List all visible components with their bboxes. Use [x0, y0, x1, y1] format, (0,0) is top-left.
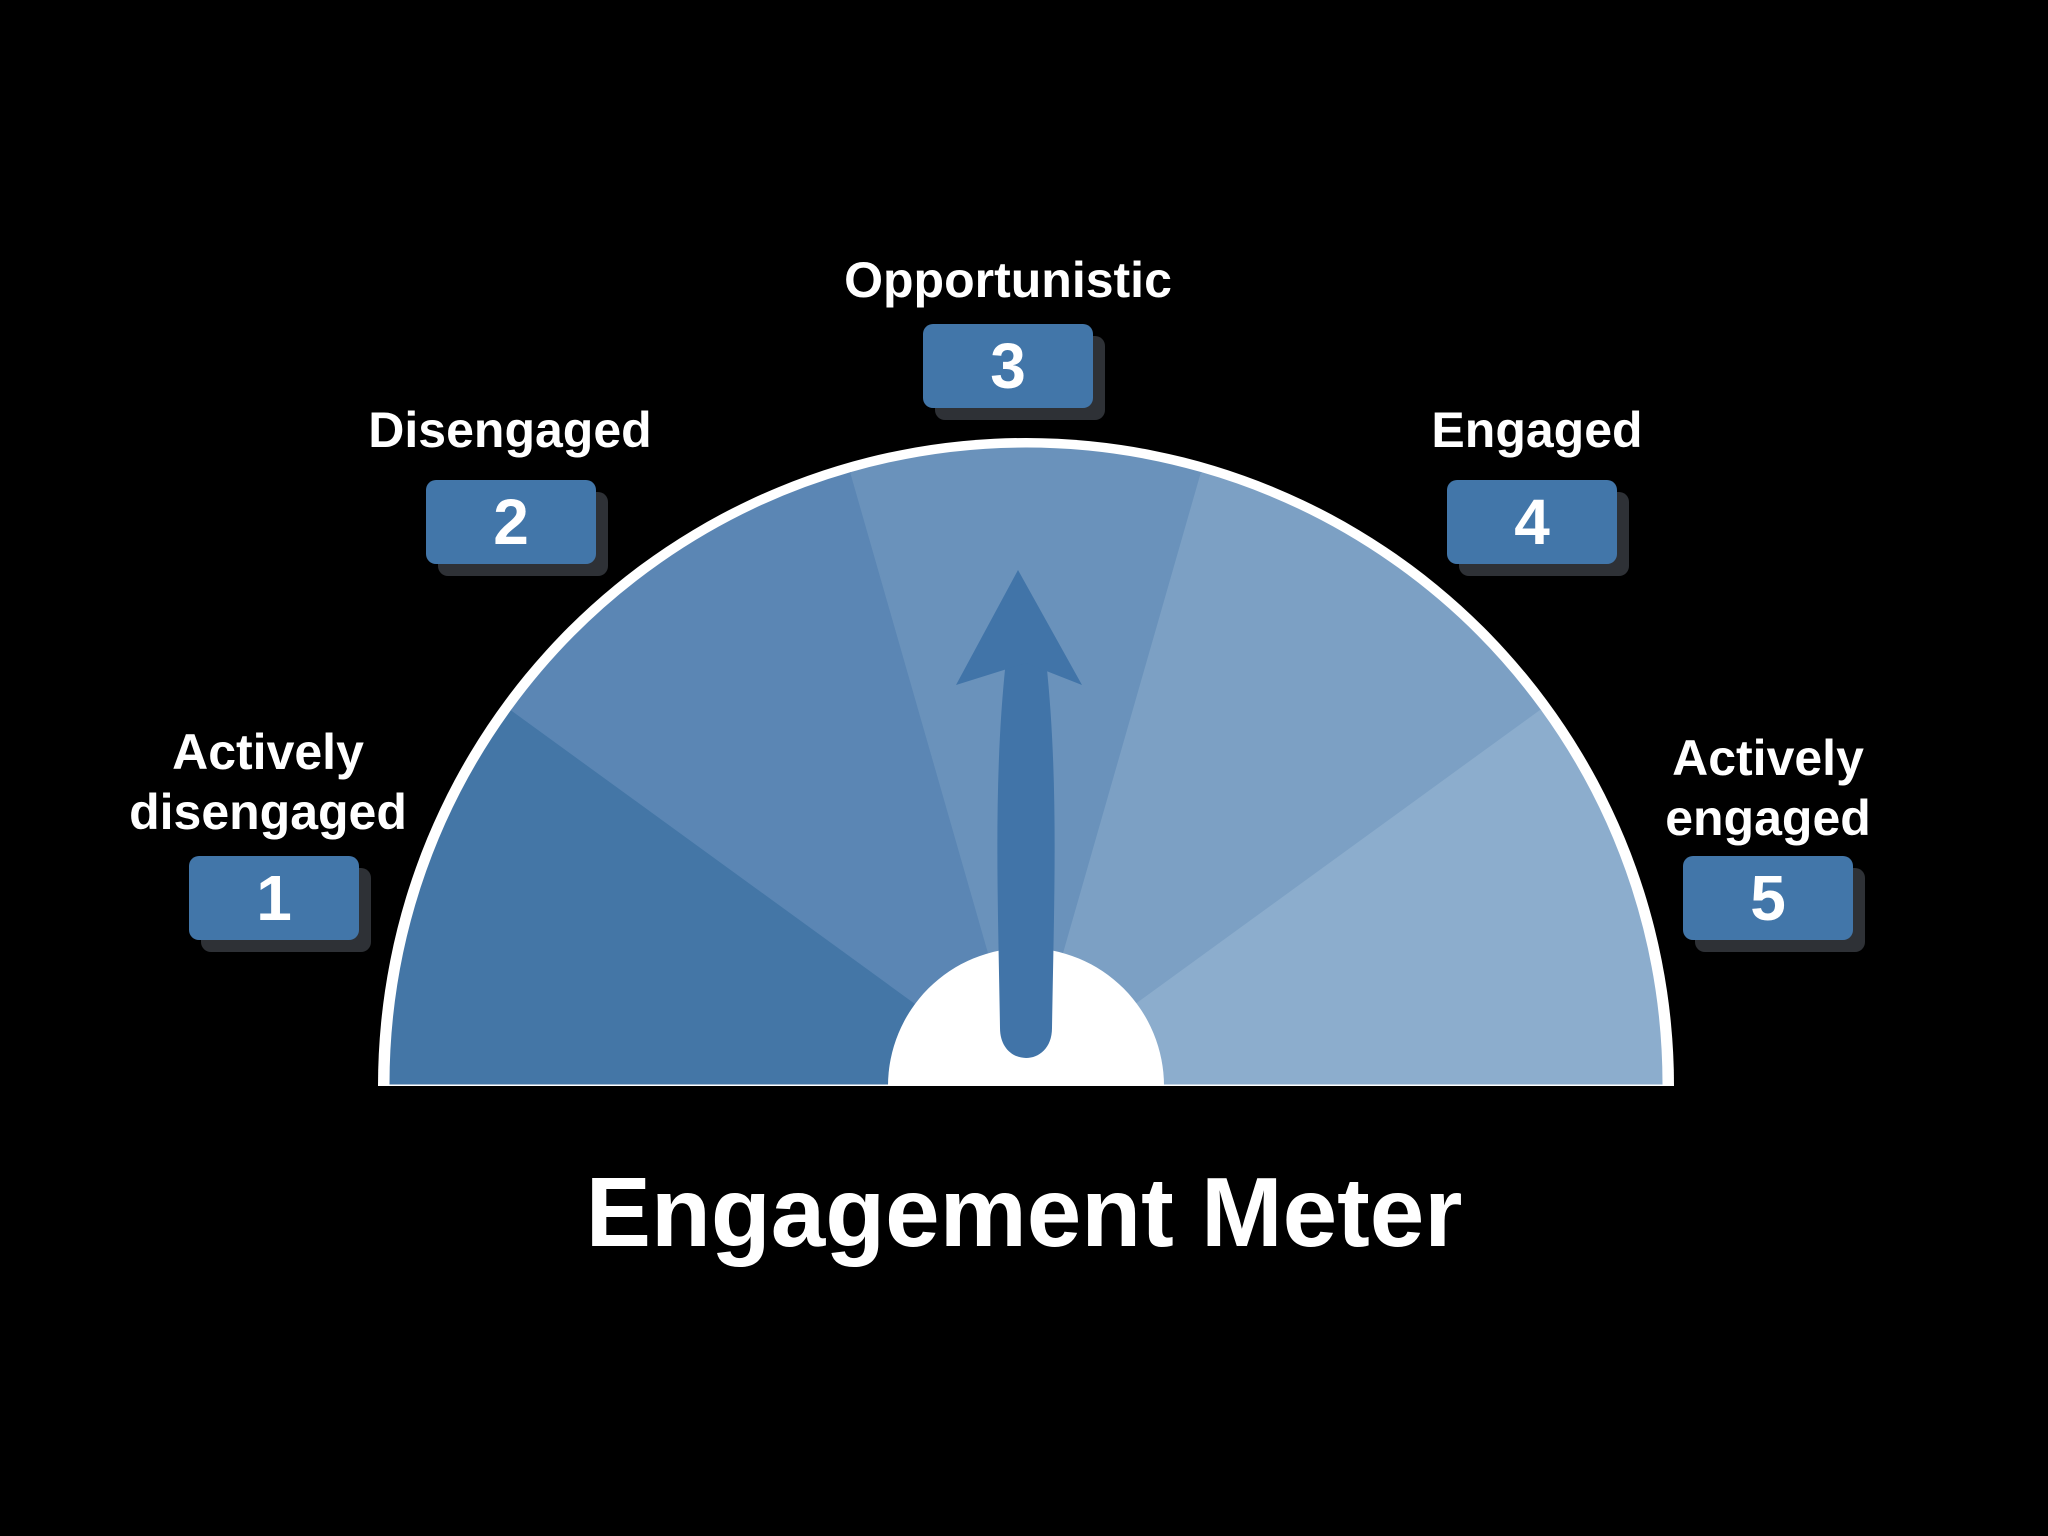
level-1-badge: 1	[189, 856, 371, 952]
level-4-badge-number: 4	[1447, 480, 1617, 564]
gauge-segment-5	[1024, 709, 1663, 1085]
level-3-label-line-1: Opportunistic	[844, 252, 1172, 308]
needle-shaft	[997, 660, 1055, 1058]
level-1-label: Actively disengaged	[129, 722, 407, 842]
needle-arrowhead	[956, 570, 1082, 685]
level-4-badge: 4	[1447, 480, 1629, 576]
page-title: Engagement Meter	[585, 1157, 1463, 1267]
level-1-label-line-1: Actively	[172, 724, 364, 780]
gauge-segment-2	[510, 472, 1027, 1086]
level-2-badge-number: 2	[426, 480, 596, 564]
level-4-label-line-1: Engaged	[1431, 402, 1643, 458]
level-3-badge-number: 3	[923, 324, 1093, 408]
level-3-label: Opportunistic	[844, 250, 1172, 310]
level-2-label: Disengaged	[368, 400, 651, 460]
level-1-label-line-2: disengaged	[129, 784, 407, 840]
level-3-badge: 3	[923, 324, 1105, 420]
gauge-needle	[956, 570, 1082, 1058]
level-5-badge-number: 5	[1683, 856, 1853, 940]
level-1-badge-number: 1	[189, 856, 359, 940]
level-2-badge: 2	[426, 480, 608, 576]
level-2-label-line-1: Disengaged	[368, 402, 652, 458]
gauge-segment-1	[389, 709, 1028, 1085]
gauge-segment-4	[1025, 472, 1542, 1086]
level-5-badge: 5	[1683, 856, 1865, 952]
level-5-label-line-1: Actively	[1672, 730, 1864, 786]
level-4-label: Engaged	[1431, 400, 1642, 460]
level-5-label-line-2: engaged	[1665, 790, 1871, 846]
level-5-label: Actively engaged	[1665, 728, 1871, 848]
